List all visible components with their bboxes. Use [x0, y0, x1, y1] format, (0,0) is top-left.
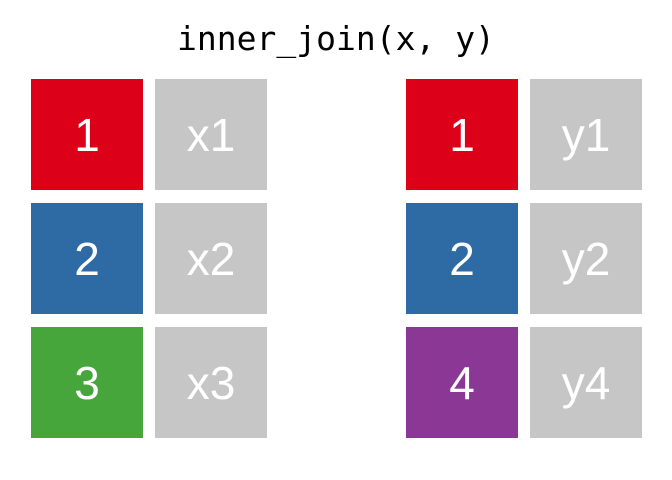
- key-cell: 1: [31, 79, 143, 190]
- value-cell: y1: [530, 79, 642, 190]
- value-cell: y2: [530, 203, 642, 314]
- value-cell: y4: [530, 327, 642, 438]
- value-cell: x1: [155, 79, 267, 190]
- value-cell: x3: [155, 327, 267, 438]
- diagram-title: inner_join(x, y): [177, 19, 495, 58]
- value-cell: x2: [155, 203, 267, 314]
- key-cell: 2: [31, 203, 143, 314]
- key-cell: 2: [406, 203, 518, 314]
- key-cell: 1: [406, 79, 518, 190]
- key-cell: 4: [406, 327, 518, 438]
- key-cell: 3: [31, 327, 143, 438]
